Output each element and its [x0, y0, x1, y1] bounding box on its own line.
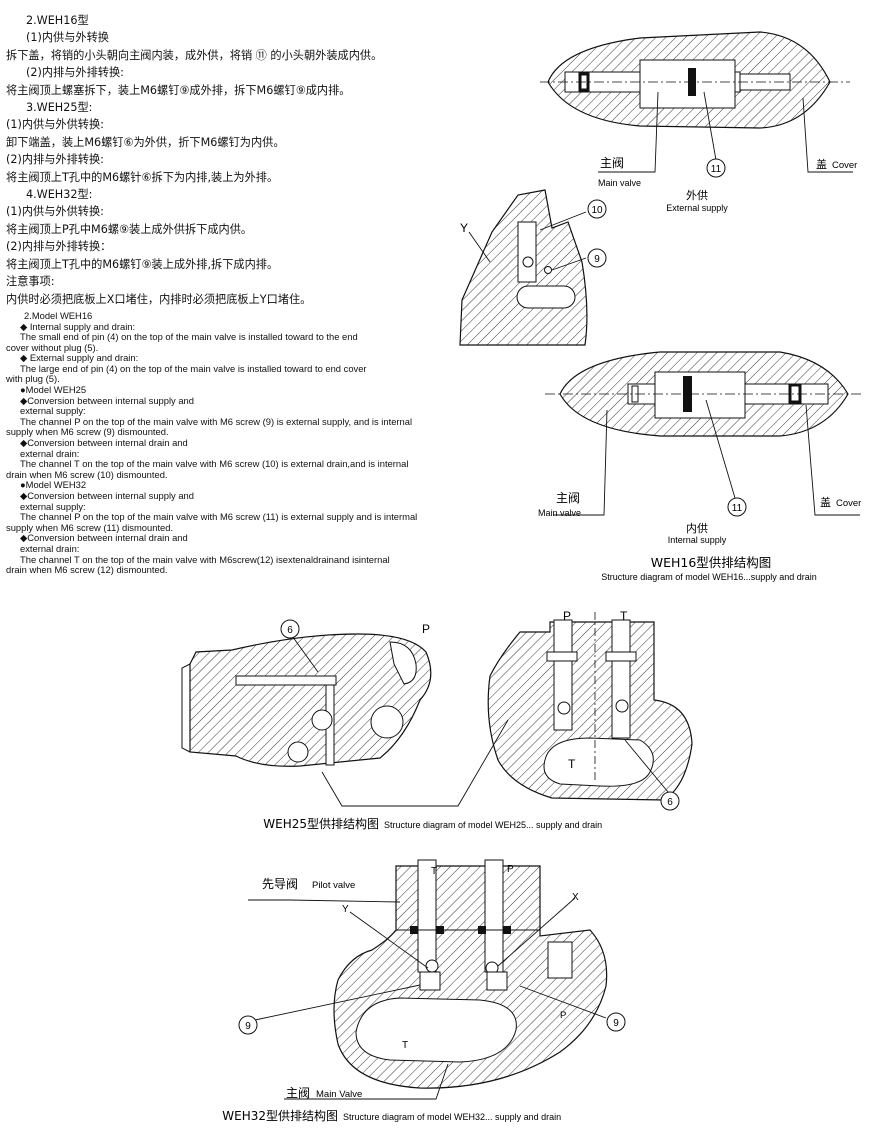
- text-zh-line: 拆下盖，将销的小头朝向主阀内装，成外供，将销 ⑪ 的小头朝外装成内供。: [6, 48, 383, 62]
- weh25-label-6-right: 6: [667, 797, 673, 808]
- text-en-line: cover without plug (5).: [6, 341, 99, 353]
- weh32-label-p: P: [507, 864, 514, 875]
- weh16-cover-zh: 盖: [816, 157, 827, 171]
- weh16-label-11-bottom: 11: [732, 503, 743, 514]
- weh16-label-9: 9: [594, 254, 600, 265]
- text-zh-line: 卸下端盖，装上M6螺钉⑥为外供，折下M6螺钉为内供。: [6, 135, 285, 149]
- weh25-label-p-left: P: [422, 622, 430, 636]
- weh16-int-supply-en: Internal supply: [668, 535, 727, 545]
- text-en-line: supply when M6 screw (11) dismounted.: [6, 521, 174, 533]
- weh16-section-view: [459, 189, 607, 346]
- weh16-ext-supply-en: External supply: [666, 203, 728, 213]
- weh16-main-valve-en: Main valve: [598, 178, 641, 188]
- text-zh-line: 将主阀顶上P孔中M6螺⑨装上成外供拆下成内供。: [6, 222, 253, 236]
- weh16-main-valve-en-2: Main valve: [538, 508, 581, 518]
- text-zh-line: (2)内排与外排转换：: [6, 240, 112, 254]
- weh32-diagram: [238, 859, 626, 1100]
- text-column: 2.WEH16型 (1)内供与外转换拆下盖，将销的小头朝向主阀内装，成外供，将销 …: [6, 12, 506, 576]
- text-zh-line: 将主阀顶上T孔中的M6螺针⑥拆下为内排,装上为外排。: [6, 170, 279, 184]
- text-en-line: The small end of pin (4) on the top of t…: [20, 331, 358, 343]
- weh16-cover-en-2: Cover: [836, 498, 861, 509]
- text-en-line: with plug (5).: [6, 373, 60, 385]
- weh32-label-9-right: 9: [613, 1018, 619, 1029]
- chinese-instructions: 2.WEH16型 (1)内供与外转换拆下盖，将销的小头朝向主阀内装，成外供，将销 …: [6, 12, 506, 308]
- english-instructions: 2.Model WEH16◆ Internal supply and drain…: [6, 309, 506, 576]
- text-en-line: The channel T on the top of the main val…: [20, 553, 390, 565]
- weh25-caption-en: Structure diagram of model WEH25... supp…: [384, 820, 602, 830]
- weh32-label-9-left: 9: [245, 1021, 251, 1032]
- weh16-main-valve-zh: 主阀: [600, 156, 624, 170]
- weh16-external-view: [540, 31, 853, 178]
- text-en-line: ◆ External supply and drain:: [20, 352, 139, 364]
- weh16-internal-view: [545, 351, 862, 517]
- weh16-int-supply-zh: 内供: [686, 521, 708, 535]
- text-zh-line: (1)内供与外供转换:: [6, 205, 104, 219]
- weh25-label-6-left: 6: [287, 625, 293, 636]
- text-en-line: external supply:: [20, 405, 86, 417]
- weh25-label-t-cavity: T: [568, 757, 576, 771]
- text-en-line: The channel P on the top of the main val…: [20, 511, 418, 523]
- weh25-label-t: T: [620, 609, 628, 623]
- weh32-label-y: Y: [342, 904, 349, 915]
- text-zh-line: 2.WEH16型: [26, 14, 89, 27]
- weh25-caption-zh: WEH25型供排结构图: [263, 816, 379, 831]
- text-en-line: ●Model WEH32: [20, 479, 87, 491]
- text-en-line: external drain:: [20, 542, 80, 554]
- weh32-caption-zh: WEH32型供排结构图: [222, 1108, 338, 1123]
- weh32-label-t: T: [431, 866, 437, 877]
- weh16-label-y: Y: [460, 221, 468, 235]
- text-en-line: ◆ Internal supply and drain:: [20, 320, 136, 332]
- weh32-pilot-en: Pilot valve: [312, 880, 355, 891]
- text-en-line: ◆Conversion between internal drain and: [20, 437, 188, 449]
- text-zh-line: (2)内排与外排转换:: [26, 66, 124, 80]
- weh16-label-10: 10: [591, 205, 603, 216]
- weh16-main-valve-zh-2: 主阀: [556, 491, 580, 505]
- weh16-caption-en: Structure diagram of model WEH16...suppl…: [601, 572, 817, 582]
- weh32-main-en: Main Valve: [316, 1089, 362, 1100]
- text-en-line: drain when M6 screw (12) dismounted.: [6, 564, 168, 576]
- weh16-ext-supply-zh: 外供: [686, 188, 708, 202]
- weh32-pilot-zh: 先导阀: [262, 877, 298, 891]
- weh25-diagram: [181, 612, 693, 811]
- text-zh-line: (1)内供与外转换: [26, 31, 109, 45]
- text-en-line: ◆Conversion between internal supply and: [20, 394, 194, 406]
- text-en-line: 2.Model WEH16: [24, 309, 93, 321]
- text-en-line: external drain:: [20, 447, 80, 459]
- weh16-label-11-top: 11: [711, 164, 722, 175]
- weh32-label-p-lower: P: [560, 1010, 566, 1021]
- text-zh-line: 内供时必须把底板上X口堵住，内排时必须把底板上Y口堵住。: [6, 292, 312, 306]
- weh16-cover-zh-2: 盖: [820, 495, 831, 509]
- text-zh-line: 将主阀顶上T孔中的M6螺钉⑨装上成外排,拆下成内排。: [6, 257, 279, 271]
- text-en-line: The channel T on the top of the main val…: [20, 458, 409, 470]
- text-en-line: drain when M6 screw (10) dismounted.: [6, 468, 168, 480]
- text-en-line: supply when M6 screw (9) dismounted.: [6, 426, 169, 438]
- weh16-cover-en: Cover: [832, 160, 857, 171]
- text-en-line: ◆Conversion between internal drain and: [20, 532, 188, 544]
- weh32-label-x: X: [572, 892, 579, 903]
- text-en-line: external supply:: [20, 500, 86, 512]
- text-en-line: The large end of pin (4) on the top of t…: [20, 362, 367, 374]
- text-zh-line: 将主阀顶上螺塞拆下，装上M6螺钉⑨成外排，拆下M6螺钉⑨成内排。: [6, 83, 351, 97]
- text-en-line: ●Model WEH25: [20, 384, 87, 396]
- text-zh-line: (2)内排与外排转换:: [6, 153, 104, 167]
- weh32-caption-en: Structure diagram of model WEH32... supp…: [343, 1112, 561, 1122]
- text-zh-line: 4.WEH32型:: [26, 188, 93, 202]
- weh16-caption-zh: WEH16型供排结构图: [651, 555, 772, 570]
- weh25-label-p: P: [563, 609, 571, 623]
- text-zh-line: 注意事项:: [6, 275, 55, 289]
- text-en-line: ◆Conversion between internal supply and: [20, 490, 194, 501]
- weh32-label-t-cavity: T: [402, 1040, 408, 1051]
- text-zh-line: 3.WEH25型:: [26, 101, 93, 115]
- weh32-main-zh: 主阀: [286, 1086, 310, 1100]
- text-en-line: The channel P on the top of the main val…: [20, 415, 413, 427]
- text-zh-line: (1)内供与外供转换:: [6, 118, 104, 132]
